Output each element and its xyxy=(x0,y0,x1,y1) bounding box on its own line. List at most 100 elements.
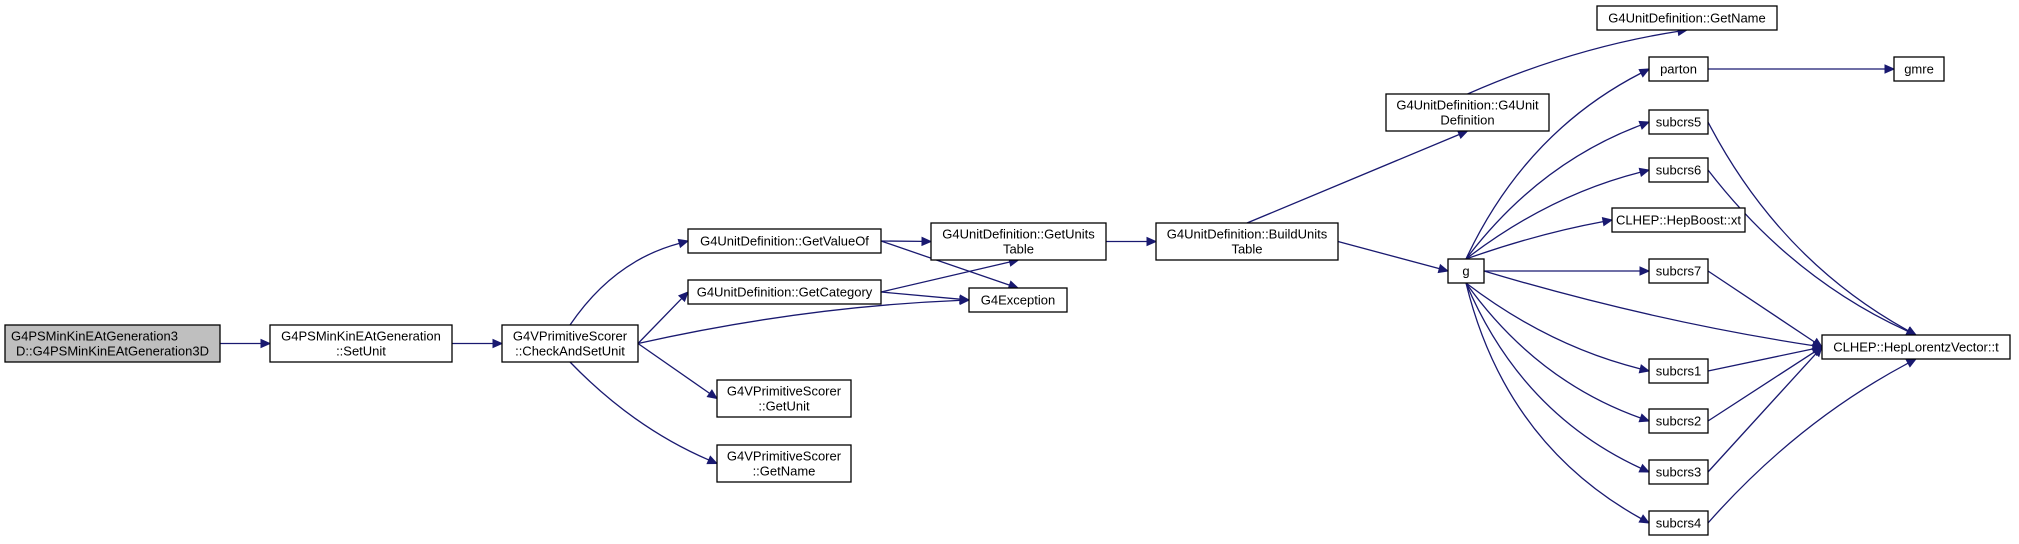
node-subcrs5[interactable]: subcrs5 xyxy=(1648,109,1709,135)
node-label-subcrs7-line1: subcrs7 xyxy=(1656,264,1702,279)
node-label-setunit-line1: G4PSMinKinEAtGeneration xyxy=(281,329,441,344)
node-hepboost-xt[interactable]: CLHEP::HepBoost::xt xyxy=(1611,207,1746,233)
node-label-buildunitstable-line2: Table xyxy=(1231,242,1262,257)
node-box-getunitstable[interactable] xyxy=(930,222,1107,261)
edge-checkandsetunit-to-getvalueof xyxy=(569,242,680,326)
arrowhead-setunit-to-checkandsetunit xyxy=(492,338,504,349)
node-box-subcrs1[interactable] xyxy=(1648,358,1709,384)
node-heplorentz-t[interactable]: CLHEP::HepLorentzVector::t xyxy=(1821,334,2011,360)
node-subcrs3[interactable]: subcrs3 xyxy=(1648,459,1709,485)
node-box-subcrs7[interactable] xyxy=(1648,258,1709,284)
node-g[interactable]: g xyxy=(1447,258,1485,284)
node-setunit[interactable]: G4PSMinKinEAtGeneration::SetUnit xyxy=(269,324,453,363)
arrowhead-parton-to-gmre xyxy=(1884,64,1896,74)
node-getunit[interactable]: G4VPrimitiveScorer::GetUnit xyxy=(716,379,852,418)
node-box-getcategory[interactable] xyxy=(687,279,882,305)
edge-checkandsetunit-to-g4exception xyxy=(637,299,961,345)
call-nodes: G4PSMinKinEAtGeneration3D::G4PSMinKinEAt… xyxy=(4,5,2011,536)
node-root[interactable]: G4PSMinKinEAtGeneration3D::G4PSMinKinEAt… xyxy=(4,324,221,363)
node-subcrs4[interactable]: subcrs4 xyxy=(1648,510,1709,536)
node-box-subcrs3[interactable] xyxy=(1648,459,1709,485)
node-getcategory[interactable]: G4UnitDefinition::GetCategory xyxy=(687,279,882,305)
node-label-subcrs1-line1: subcrs1 xyxy=(1656,364,1702,379)
edge-g-to-hepboost-xt xyxy=(1465,220,1604,260)
node-label-g4unitdefinition-ctor-line1: G4UnitDefinition::G4Unit xyxy=(1396,98,1539,113)
node-box-hepboost-xt[interactable] xyxy=(1611,207,1746,233)
node-label-hepboost-xt-line1: CLHEP::HepBoost::xt xyxy=(1616,213,1741,228)
node-parton[interactable]: parton xyxy=(1648,56,1709,82)
node-label-buildunitstable-line1: G4UnitDefinition::BuildUnits xyxy=(1167,227,1328,242)
node-label-parton-line1: parton xyxy=(1660,62,1697,77)
node-box-g4exception[interactable] xyxy=(968,287,1068,313)
node-g4unitdefinition-ctor[interactable]: G4UnitDefinition::G4UnitDefinition xyxy=(1385,93,1550,132)
call-edges xyxy=(220,26,1918,524)
node-box-subcrs4[interactable] xyxy=(1648,510,1709,536)
node-label-subcrs4-line1: subcrs4 xyxy=(1656,516,1702,531)
node-gmre[interactable]: gmre xyxy=(1893,56,1945,82)
node-g4exception[interactable]: G4Exception xyxy=(968,287,1068,313)
node-box-gmre[interactable] xyxy=(1893,56,1945,82)
node-getvalueof[interactable]: G4UnitDefinition::GetValueOf xyxy=(687,228,882,254)
node-label-root-line1: G4PSMinKinEAtGeneration3 xyxy=(11,329,178,344)
arrowhead-checkandsetunit-to-getname-scorer xyxy=(706,455,719,465)
arrowhead-checkandsetunit-to-getcategory xyxy=(677,291,689,303)
node-box-root[interactable] xyxy=(4,324,221,363)
node-label-g-line1: g xyxy=(1462,264,1469,279)
node-subcrs6[interactable]: subcrs6 xyxy=(1648,157,1709,183)
node-box-g4unitdefinition-ctor[interactable] xyxy=(1385,93,1550,132)
arrowhead-g-to-subcrs2 xyxy=(1638,413,1651,423)
node-box-g[interactable] xyxy=(1447,258,1485,284)
node-label-setunit-line2: ::SetUnit xyxy=(336,344,386,359)
node-box-subcrs5[interactable] xyxy=(1648,109,1709,135)
node-label-heplorentz-t-line1: CLHEP::HepLorentzVector::t xyxy=(1833,340,1999,355)
arrowhead-g-to-subcrs3 xyxy=(1638,463,1651,473)
node-label-getunitstable-line2: Table xyxy=(1003,242,1034,257)
node-box-subcrs6[interactable] xyxy=(1648,157,1709,183)
node-subcrs7[interactable]: subcrs7 xyxy=(1648,258,1709,284)
node-box-heplorentz-t[interactable] xyxy=(1821,334,2011,360)
arrowhead-subcrs4-to-heplorentz-t xyxy=(1905,358,1918,368)
node-label-getunit-line1: G4VPrimitiveScorer xyxy=(727,384,842,399)
edge-getvalueof-to-g4exception xyxy=(880,240,1010,286)
edge-checkandsetunit-to-getname-scorer xyxy=(569,361,709,461)
node-box-subcrs2[interactable] xyxy=(1648,408,1709,434)
edge-g-to-subcrs5 xyxy=(1465,124,1641,260)
node-getname-scorer[interactable]: G4VPrimitiveScorer::GetName xyxy=(716,444,852,483)
edge-g-to-heplorentz-t xyxy=(1483,270,1814,347)
arrowhead-getvalueof-to-getunitstable xyxy=(921,236,933,247)
node-subcrs2[interactable]: subcrs2 xyxy=(1648,408,1709,434)
edge-g-to-subcrs1 xyxy=(1465,282,1641,370)
arrowhead-subcrs3-to-heplorentz-t xyxy=(1812,346,1823,358)
node-box-setunit[interactable] xyxy=(269,324,453,363)
edge-g-to-subcrs3 xyxy=(1465,282,1642,469)
edge-getcategory-to-g4exception xyxy=(880,291,961,300)
node-label-unitdef-getname-line1: G4UnitDefinition::GetName xyxy=(1608,11,1766,26)
node-label-checkandsetunit-line1: G4VPrimitiveScorer xyxy=(513,329,628,344)
node-label-g4unitdefinition-ctor-line2: Definition xyxy=(1440,113,1494,128)
node-box-getvalueof[interactable] xyxy=(687,228,882,254)
arrowhead-buildunitstable-to-g xyxy=(1437,263,1450,274)
node-box-parton[interactable] xyxy=(1648,56,1709,82)
node-label-subcrs2-line1: subcrs2 xyxy=(1656,414,1702,429)
node-unitdef-getname[interactable]: G4UnitDefinition::GetName xyxy=(1596,5,1778,31)
arrowhead-g-to-subcrs4 xyxy=(1638,514,1651,524)
node-box-getunit[interactable] xyxy=(716,379,852,418)
node-box-checkandsetunit[interactable] xyxy=(501,324,639,363)
node-box-buildunitstable[interactable] xyxy=(1155,222,1339,261)
node-box-getname-scorer[interactable] xyxy=(716,444,852,483)
edge-g4unitdefinition-ctor-to-unitdef-getname xyxy=(1467,30,1679,95)
node-label-subcrs3-line1: subcrs3 xyxy=(1656,465,1702,480)
edge-checkandsetunit-to-getcategory xyxy=(637,298,683,344)
node-subcrs1[interactable]: subcrs1 xyxy=(1648,358,1709,384)
edge-subcrs4-to-heplorentz-t xyxy=(1707,362,1909,524)
edge-g-to-subcrs2 xyxy=(1465,282,1641,419)
node-checkandsetunit[interactable]: G4VPrimitiveScorer::CheckAndSetUnit xyxy=(501,324,639,363)
edge-g-to-parton xyxy=(1465,72,1642,260)
edge-subcrs1-to-heplorentz-t xyxy=(1707,348,1814,372)
node-label-checkandsetunit-line2: ::CheckAndSetUnit xyxy=(515,344,625,359)
arrowhead-g-to-subcrs1 xyxy=(1638,364,1651,374)
arrowhead-getcategory-to-g4exception xyxy=(959,294,971,304)
node-box-unitdef-getname[interactable] xyxy=(1596,5,1778,31)
